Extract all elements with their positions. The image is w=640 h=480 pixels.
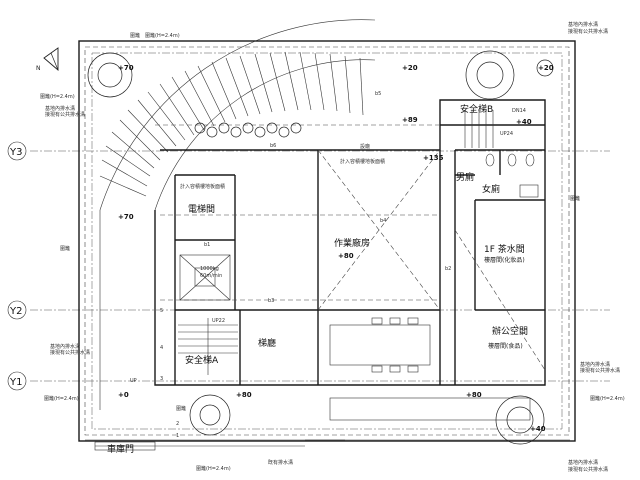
level-marker: +80 — [466, 391, 482, 399]
svg-text:Y1: Y1 — [9, 377, 22, 388]
level-marker: +89 — [402, 116, 418, 124]
wall-label: 設廠 — [360, 143, 370, 150]
level-marker: +70 — [118, 213, 134, 221]
site-boundary — [78, 40, 576, 442]
drain-note-2: 接現有公共排水溝 — [568, 466, 608, 473]
axis-y1: Y1 — [7, 371, 27, 391]
level-marker: +80 — [338, 252, 354, 260]
fence-height-note: 圍籬(H=2.4m) — [40, 93, 75, 100]
level-marker: +40 — [516, 118, 532, 126]
fence-note: 圍籬 — [60, 245, 70, 252]
beam-label: b3 — [268, 298, 274, 304]
elevator-spec: 1000kg — [200, 266, 219, 272]
beam-label: b4 — [380, 218, 386, 224]
pile-number: 5 — [160, 308, 163, 314]
beam-label: b1 — [204, 242, 210, 248]
pile-number: 4 — [160, 345, 163, 351]
level-marker: +0 — [118, 391, 129, 399]
up-label: UP22 — [212, 318, 225, 324]
up-arrow-label: UP — [130, 378, 137, 384]
axis-y2: Y2 — [7, 300, 27, 320]
elevator-note: 計入容積樓地板面積 — [180, 183, 225, 190]
pile-number: 2 — [176, 421, 179, 427]
drain-note: 基地內排水溝 — [568, 21, 598, 28]
svg-text:N: N — [36, 65, 41, 72]
beam-label: b6 — [270, 143, 276, 149]
svg-text:Y3: Y3 — [9, 147, 22, 158]
room-office-note: 樓層間(食品) — [488, 342, 523, 350]
level-marker: +135 — [423, 154, 444, 162]
room-lobby: 梯廳 — [258, 337, 276, 349]
drain-note-2: 接現有公共排水溝 — [580, 367, 620, 374]
fence-height-note: 圍籬(H=2.4m) — [145, 32, 180, 39]
beam-label: b2 — [445, 266, 451, 272]
beam-label: b5 — [375, 91, 381, 97]
room-workshop: 作業廠房 — [334, 237, 370, 249]
level-marker: +70 — [118, 64, 134, 72]
north-arrow-icon: N — [36, 47, 59, 72]
drain-note-2: 接現有公共排水溝 — [45, 111, 85, 118]
fence-note: 圍籬 — [130, 32, 140, 39]
room-electric: 電梯間 — [188, 203, 215, 215]
drain-note-2: 接現有公共排水溝 — [568, 28, 608, 35]
drain-note: 基地內排水溝 — [45, 105, 75, 112]
pile-number: 1 — [176, 433, 179, 439]
level-marker: +20 — [402, 64, 418, 72]
elevator — [179, 254, 231, 301]
room-women-wc: 女廁 — [482, 183, 500, 195]
stair-b — [464, 110, 494, 148]
room-office: 辦公空間 — [492, 325, 528, 337]
dn-label: DN14 — [512, 108, 526, 114]
room-tea: 1F 茶水間 — [484, 243, 525, 255]
garage-gate-label: 車庫門 — [107, 443, 134, 455]
drain-note-2: 接現有公共排水溝 — [50, 349, 90, 356]
fence-height-note: 圍籬(H=2.4m) — [590, 395, 625, 402]
pile-number: 3 — [160, 376, 163, 382]
stair-a — [178, 318, 238, 375]
tree-icon — [87, 50, 554, 445]
elevator-spec-2: 60m/min — [200, 273, 222, 279]
drain-note: 基地內排水溝 — [580, 361, 610, 368]
room-stair-b: 安全梯B — [460, 103, 493, 115]
svg-text:Y2: Y2 — [9, 306, 22, 317]
up-label: UP24 — [500, 131, 513, 137]
existing-drain-label: 既有排水溝 — [268, 459, 293, 466]
workshop-note: 計入容積樓地板面積 — [340, 158, 385, 165]
fence-height-note: 圍籬(H=2.4m) — [196, 465, 231, 472]
fence-note: 圍籬 — [176, 405, 186, 412]
room-stair-a: 安全梯A — [185, 354, 219, 366]
drain-note: 基地內排水溝 — [50, 343, 80, 350]
fence-height-note: 圍籬(H=2.4m) — [44, 395, 79, 402]
drain-note: 基地內排水溝 — [568, 459, 598, 466]
level-marker: +40 — [530, 425, 546, 433]
wc-fixtures — [485, 153, 539, 198]
level-marker: +20 — [538, 64, 554, 72]
workstations — [329, 317, 431, 373]
level-marker: +80 — [236, 391, 252, 399]
shrub-row — [194, 122, 302, 138]
axis-y3: Y3 — [7, 141, 27, 161]
room-men-wc: 男廁 — [456, 171, 474, 183]
curved-ramp — [99, 19, 376, 410]
fence-note: 圍籬 — [570, 195, 580, 202]
room-tea-note: 樓層間(化妝品) — [484, 256, 525, 264]
